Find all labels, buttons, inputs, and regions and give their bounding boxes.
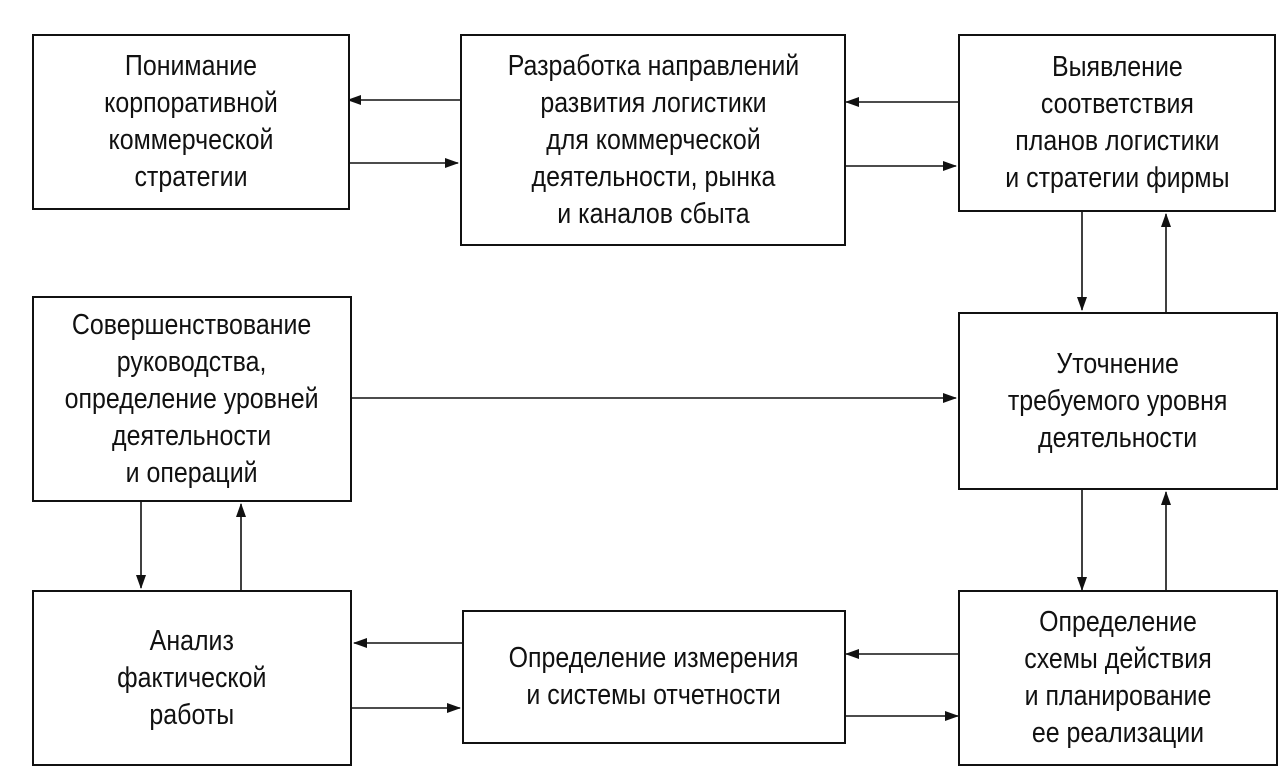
box-service-level-label: Уточнение требуемого уровня деятельности: [1008, 347, 1228, 454]
box-logistics-directions: Разработка направлений развития логистик…: [460, 34, 846, 246]
box-plans-alignment-label: Выявление соответствия планов логистики …: [1004, 51, 1230, 194]
box-plans-alignment: Выявление соответствия планов логистики …: [958, 34, 1276, 212]
box-management-improvement-label: Совершенствование руководства, определен…: [65, 308, 319, 489]
box-measurement-reporting-label: Определение измерения и системы отчетнос…: [509, 642, 799, 711]
box-performance-analysis: Анализ фактической работы: [32, 590, 352, 766]
box-action-scheme: Определение схемы действия и планировани…: [958, 590, 1278, 766]
box-action-scheme-label: Определение схемы действия и планировани…: [1024, 606, 1212, 749]
box-corporate-strategy-label: Понимание корпоративной коммерческой стр…: [104, 50, 278, 193]
box-performance-analysis-label: Анализ фактической работы: [117, 624, 267, 731]
box-corporate-strategy: Понимание корпоративной коммерческой стр…: [32, 34, 350, 210]
box-management-improvement: Совершенствование руководства, определен…: [32, 296, 352, 502]
box-logistics-directions-label: Разработка направлений развития логистик…: [507, 49, 799, 230]
box-service-level: Уточнение требуемого уровня деятельности: [958, 312, 1278, 490]
box-measurement-reporting: Определение измерения и системы отчетнос…: [462, 610, 846, 744]
